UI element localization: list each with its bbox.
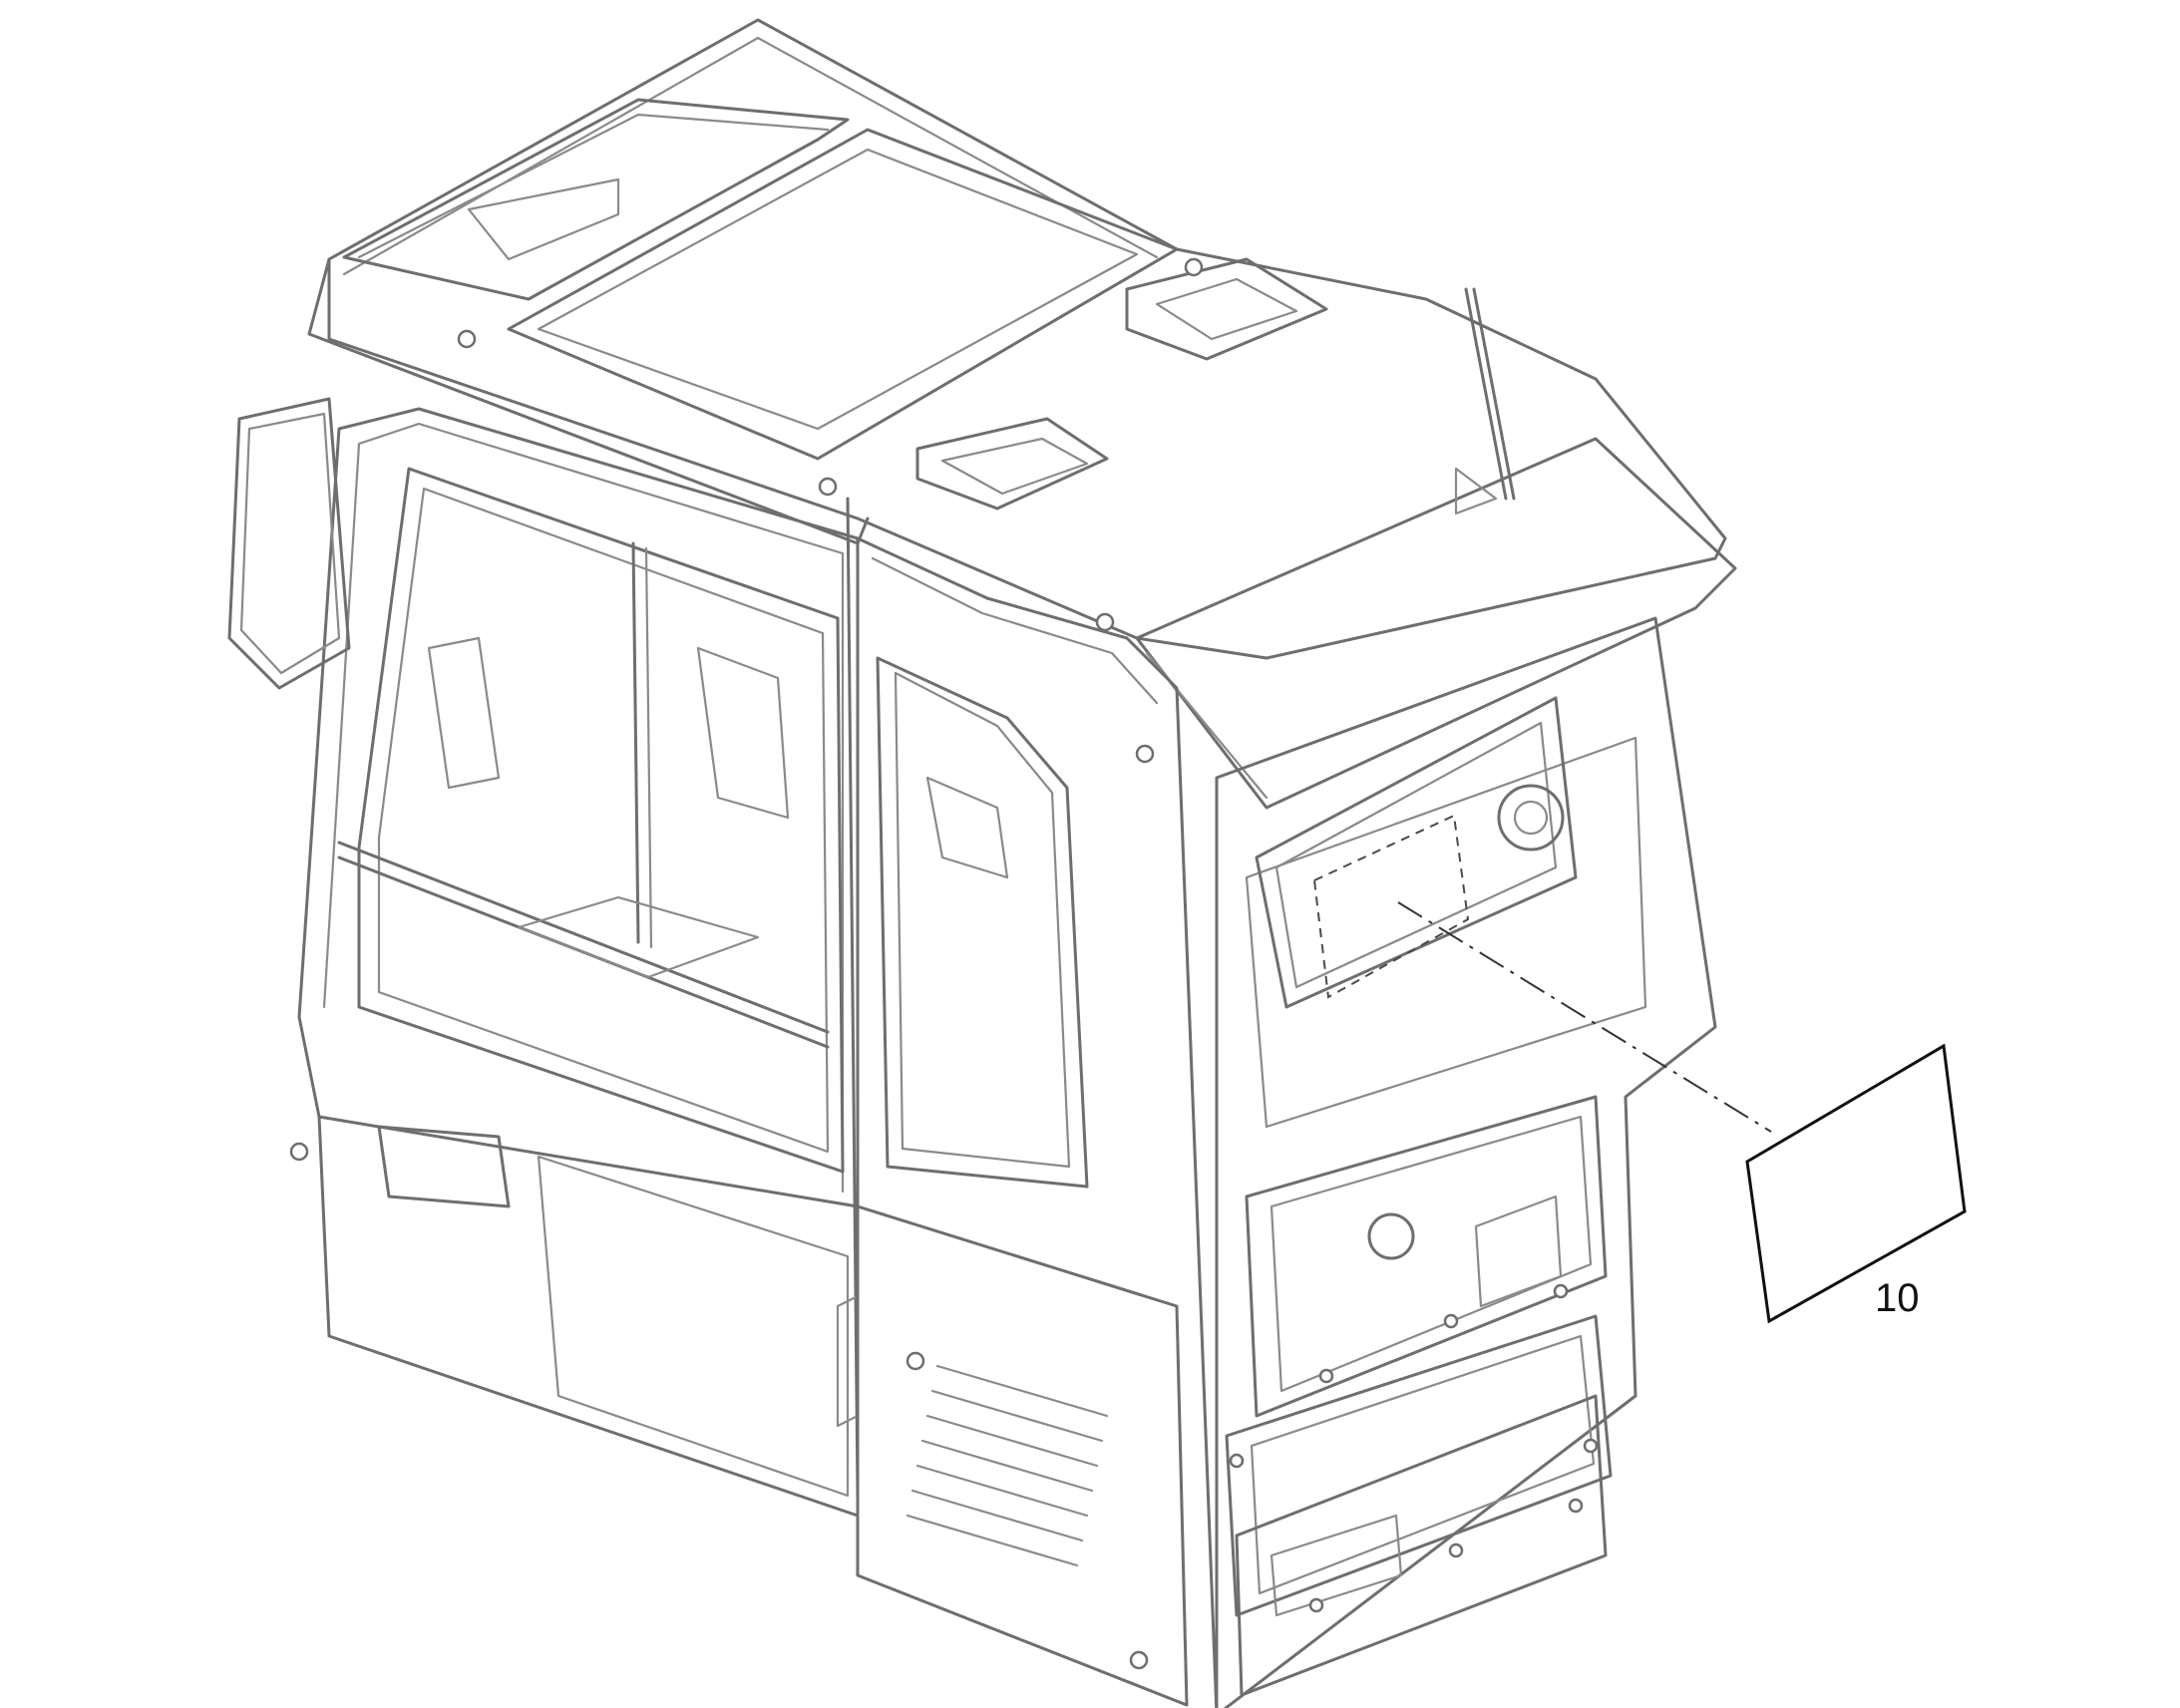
decal-location-marker [1312, 814, 1470, 999]
decal-part-10 [1745, 1043, 1967, 1324]
leader-line [1397, 901, 1772, 1133]
callout-label-10: 10 [1875, 1276, 1920, 1320]
cab-drawing [227, 18, 1737, 1708]
